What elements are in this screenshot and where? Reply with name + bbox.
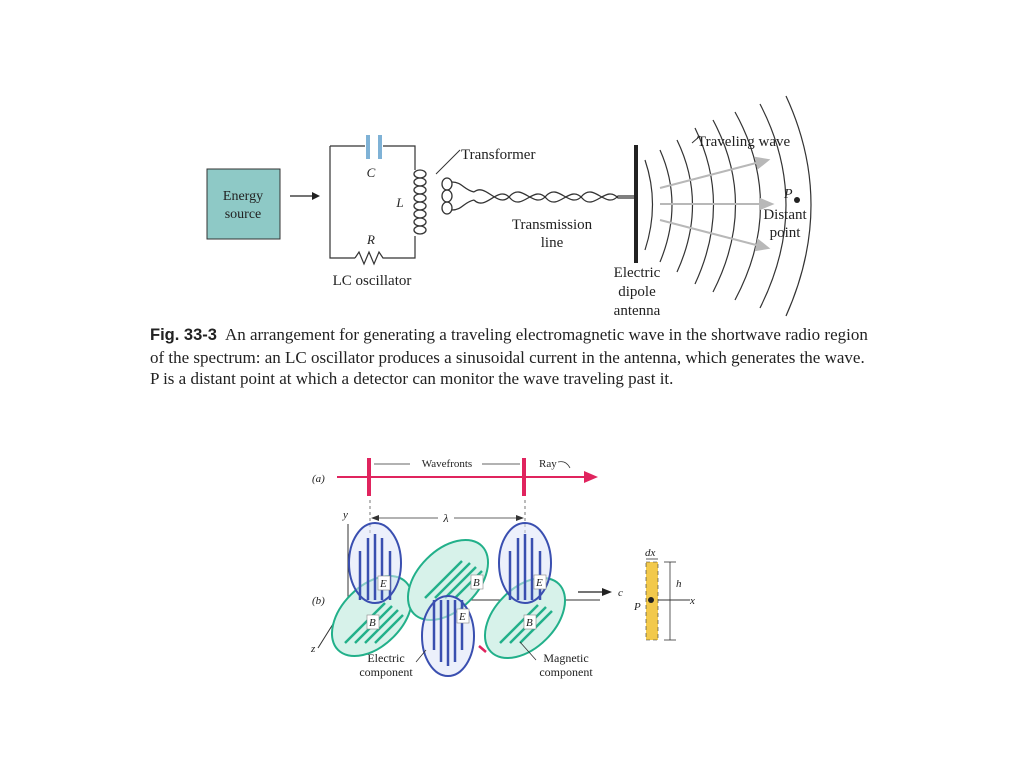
wavefront-1 xyxy=(367,458,371,496)
antenna-label-3: antenna xyxy=(614,303,661,319)
magnetic-component-label-2: component xyxy=(539,665,593,679)
lc-circuit-wire xyxy=(329,145,416,259)
b-label-1: B xyxy=(369,617,376,629)
z-axis-label: z xyxy=(310,643,316,655)
ray-label: Ray xyxy=(539,458,557,470)
electric-wave xyxy=(348,522,552,677)
capacitor-plate-left xyxy=(366,135,370,159)
electric-component-label-1: Electric xyxy=(367,651,404,665)
field-vector-labels: E B B E E B xyxy=(366,574,547,630)
transmission-line-label-1: Transmission xyxy=(512,217,593,233)
transmission-line-label-2: line xyxy=(541,235,564,251)
part-b-label: (b) xyxy=(312,595,325,607)
distant-point-label-2: point xyxy=(770,225,802,241)
rays-top xyxy=(659,156,775,252)
e-label-3: E xyxy=(535,577,543,589)
top-diagram: Energy source C L R LC oscillator xyxy=(206,95,812,319)
bottom-diagram: (a) Wavefronts Ray λ y z (b) xyxy=(310,458,695,679)
energy-source-box xyxy=(206,168,281,240)
transformer-coil xyxy=(441,177,475,215)
b-label-3: B xyxy=(526,617,533,629)
antenna-label-2: dipole xyxy=(618,284,656,300)
dipole-antenna xyxy=(634,145,638,263)
energy-source-label-1: Energy xyxy=(223,189,263,204)
electric-component-label-2: component xyxy=(359,665,413,679)
inductor-label: L xyxy=(395,195,403,210)
magnetic-component-label-1: Magnetic xyxy=(543,651,588,665)
transmission-line xyxy=(473,189,634,204)
transformer-label: Transformer xyxy=(461,147,535,163)
part-a-label: (a) xyxy=(312,473,325,485)
dx-label: dx xyxy=(645,547,656,559)
traveling-wave-label: Traveling wave xyxy=(697,134,791,150)
wavefronts-label: Wavefronts xyxy=(422,458,472,470)
e-label-1: E xyxy=(379,578,387,590)
resistor-zigzag xyxy=(354,250,385,266)
e-label-2: E xyxy=(458,611,466,623)
transformer-pointer xyxy=(435,149,461,175)
x-axis-label: x xyxy=(689,595,695,607)
point-p-marker xyxy=(794,197,800,203)
capacitor-label: C xyxy=(367,165,376,180)
energy-source-label-2: source xyxy=(225,207,262,222)
c-label: c xyxy=(618,587,623,599)
point-p-bottom xyxy=(648,597,654,603)
figure-number: Fig. 33-3 xyxy=(150,326,217,344)
ray-arrowhead xyxy=(584,471,598,483)
b-label-2: B xyxy=(473,577,480,589)
p-label-bottom: P xyxy=(633,601,641,613)
wavefront-2 xyxy=(522,458,526,496)
wavefronts-top xyxy=(644,95,812,317)
capacitor-plate-right xyxy=(378,135,382,159)
lambda-label: λ xyxy=(442,511,448,525)
caption-text: An arrangement for generating a travelin… xyxy=(150,325,868,388)
resistor-label: R xyxy=(366,232,375,247)
lc-oscillator-label: LC oscillator xyxy=(333,273,412,289)
point-p-label: P xyxy=(783,187,793,202)
antenna-label-1: Electric xyxy=(614,265,661,281)
h-label: h xyxy=(676,578,682,590)
inductor-coil xyxy=(413,169,427,235)
distant-point-label-1: Distant xyxy=(763,207,807,223)
y-axis-label: y xyxy=(342,509,348,521)
